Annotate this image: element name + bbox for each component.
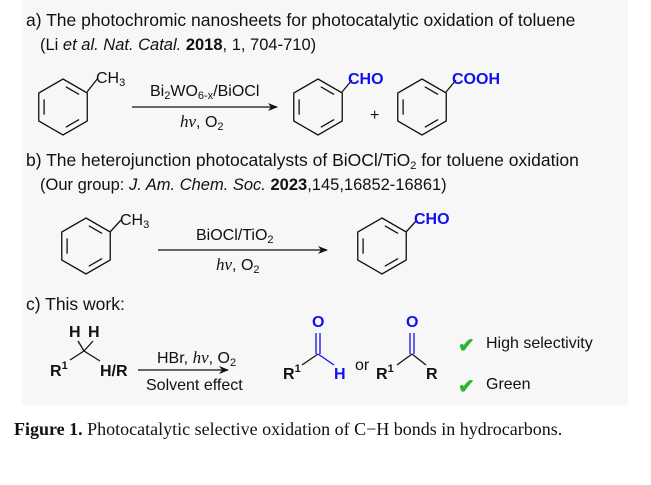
r1-label-substrate: R1 [50,360,68,380]
h-or-r-label: H/R [100,363,128,380]
ref-pages: , 1, 704-710) [222,36,317,54]
aldehyde-skeleton [301,333,335,366]
double-bond [384,257,399,267]
conditions-label-b: hv, O2 [216,255,260,276]
cho-bond [341,79,353,93]
panel-c-title: c) This work: [26,294,125,314]
figure-caption: Figure 1. Photocatalytic selective oxida… [14,417,638,442]
panel-a-title: a) The photochromic nanosheets for photo… [26,10,576,30]
benzoic-acid-cooh-label: COOH [452,71,500,88]
conditions-label-c: HBr, hv, O2 [157,348,237,369]
double-bond [384,225,399,235]
benzaldehyde-cho-label: CHO [348,71,384,88]
double-bond [88,225,103,235]
substrate-skeleton [69,340,101,362]
methyl-bond-b [109,219,122,233]
caption-label: Figure 1. [14,419,83,439]
r1-label-ketone: R1 [376,363,394,383]
h-label-2: H [88,324,100,341]
toluene-ch3-label: CH3 [96,70,126,89]
h-label-1: H [69,324,81,341]
ref-journal: et al. Nat. Catal. [62,36,182,54]
ketone-o-label: O [406,314,419,331]
scheme-panel [22,0,628,405]
solvent-effect-label: Solvent effect [146,377,243,394]
checkmark-icon: ✔ [458,376,475,398]
benzene-ring [38,78,88,136]
benzene-ring [397,78,447,136]
benzaldehyde-cho-label-b: CHO [414,211,450,228]
benzene-ring [357,217,407,275]
or-label: or [355,357,370,374]
double-bond [65,118,80,128]
double-bond [65,86,80,96]
toluene-ch3-label-b: CH3 [120,212,150,231]
panel-b-reference: (Our group: J. Am. Chem. Soc. 2023,145,1… [40,176,447,194]
double-bond [320,118,335,128]
ref-year: 2018 [185,36,223,54]
cooh-bond [445,79,457,93]
double-bond [320,86,335,96]
aldehyde-h-label: H [334,366,346,383]
methyl-bond [86,77,99,93]
panel-a-reference: (Li et al. Nat. Catal. 2018, 1, 704-710) [40,37,316,54]
checkmark-icon: ✔ [458,335,475,357]
ketone-skeleton [396,333,427,366]
double-bond [424,118,439,128]
plus-sign: + [370,107,380,124]
catalyst-label-b: BiOCl/TiO2 [196,227,274,246]
benzene-ring [61,217,111,275]
benefit-high-selectivity: High selectivity [486,335,593,352]
aldehyde-o-label: O [312,314,325,331]
caption-text: Photocatalytic selective oxidation of C−… [82,419,563,439]
double-bond [424,86,439,96]
panel-b-title: b) The heterojunction photocatalysts of … [26,150,579,172]
benefit-green: Green [486,376,531,393]
catalyst-label-a: Bi2WO6-x/BiOCl [150,83,260,102]
ref-text: (Li [40,36,63,54]
ketone-r-label: R [426,366,438,383]
r1-label-aldehyde: R1 [283,363,301,383]
conditions-label-a: hv, O2 [180,112,224,133]
benzene-ring [293,78,343,136]
double-bond [88,257,103,267]
cho-bond-b [405,219,418,233]
